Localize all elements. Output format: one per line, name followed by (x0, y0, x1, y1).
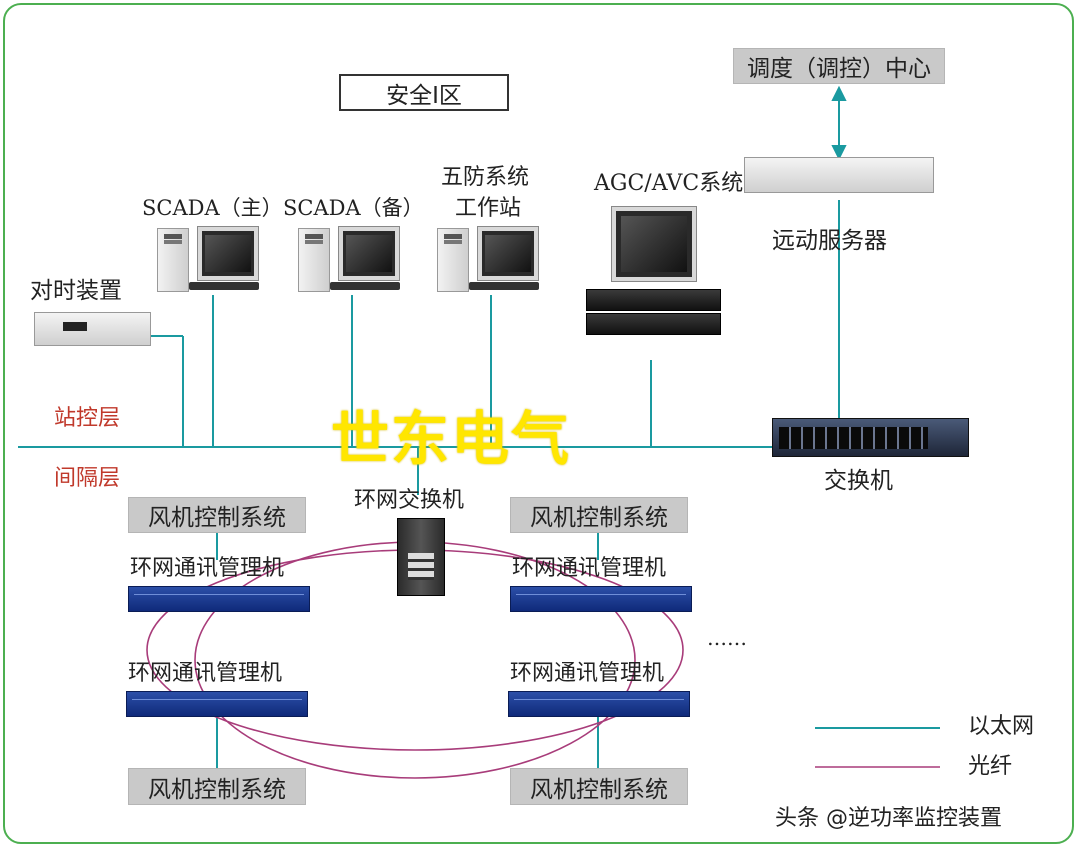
scada-main-keyboard-icon (189, 282, 259, 290)
watermark-text: 世东电气 (331, 405, 572, 473)
wufang-keyboard-icon (469, 282, 539, 290)
ring-manager-device-top-left-icon (128, 586, 310, 612)
ring-manager-device-bottom-left-icon (126, 691, 308, 717)
dispatch-arrow (831, 85, 847, 161)
time-sync-device-icon (34, 312, 151, 346)
station-layer-label: 站控层 (54, 406, 121, 431)
agc-avc-monitor-icon (612, 207, 696, 281)
scada-main-label: SCADA（主） (142, 196, 283, 220)
fan-control-box-top-left: 风机控制系统 (128, 497, 306, 533)
more-nodes-ellipsis: …… (707, 626, 747, 650)
scada-main-tower-icon (157, 228, 189, 292)
switch-ports-icon (779, 427, 928, 449)
wufang-monitor-icon (478, 227, 538, 280)
scada-backup-label: SCADA（备） (283, 196, 424, 220)
ring-switch-icon (397, 518, 445, 596)
ring-switch-label: 环网交换机 (354, 488, 465, 513)
security-zone-label: 安全I区 (339, 74, 509, 111)
scada-backup-tower-icon (298, 228, 330, 292)
agc-server-icon (586, 289, 721, 311)
avc-server-icon (586, 313, 721, 335)
scada-main-monitor-icon (198, 227, 258, 280)
main-switch-label: 交换机 (824, 468, 893, 494)
wufang-tower-icon (437, 228, 469, 292)
telecontrol-server-label: 远动服务器 (772, 228, 887, 254)
time-sync-display-icon (63, 322, 87, 331)
diagram-frame (3, 3, 1074, 844)
fan-control-box-bottom-left: 风机控制系统 (128, 768, 306, 805)
time-sync-label: 对时装置 (30, 278, 122, 304)
ring-manager-device-bottom-right-icon (508, 691, 690, 717)
scada-backup-keyboard-icon (330, 282, 400, 290)
ring-manager-label-top-left: 环网通讯管理机 (130, 556, 285, 581)
dispatch-center-box: 调度（调控）中心 (733, 48, 945, 84)
wufang-label-line2: 工作站 (455, 196, 522, 221)
agc-avc-label: AGC/AVC系统 (594, 171, 744, 196)
bay-layer-label: 间隔层 (54, 466, 121, 491)
main-switch-icon (772, 418, 969, 457)
fan-control-box-bottom-right: 风机控制系统 (510, 768, 688, 805)
fan-control-box-top-right: 风机控制系统 (510, 497, 688, 533)
ring-manager-label-bottom-right: 环网通讯管理机 (510, 661, 665, 686)
ring-manager-label-bottom-left: 环网通讯管理机 (128, 661, 283, 686)
scada-backup-monitor-icon (339, 227, 399, 280)
legend-fiber-label: 光纤 (968, 754, 1013, 779)
ring-manager-label-top-right: 环网通讯管理机 (512, 556, 667, 581)
legend-ethernet-label: 以太网 (968, 714, 1035, 739)
telecontrol-server-icon (744, 157, 934, 193)
wufang-label-line1: 五防系统 (441, 165, 530, 190)
source-credit: 头条 @逆功率监控装置 (775, 806, 1002, 831)
ring-manager-device-top-right-icon (510, 586, 692, 612)
